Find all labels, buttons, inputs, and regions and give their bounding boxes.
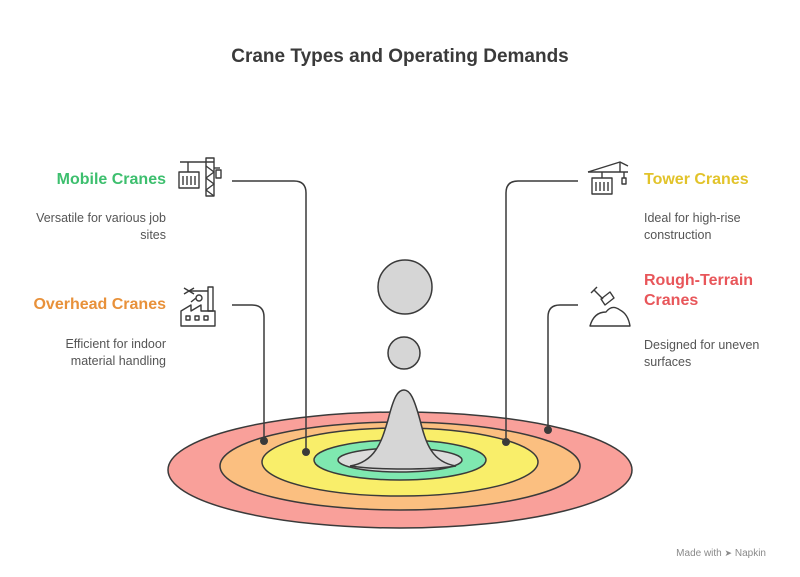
mobile-cranes-desc-line1: Versatile for various job <box>36 211 166 225</box>
droplet-spike <box>349 389 457 470</box>
made-with-footer: Made with ➤ Napkin <box>676 548 766 559</box>
tower-cranes-heading: Tower Cranes <box>644 171 749 188</box>
napkin-brand: Napkin <box>734 548 766 559</box>
made-with-label: Made with <box>676 548 722 559</box>
endpoint-overhead <box>260 437 268 445</box>
page-title: Crane Types and Operating Demands <box>231 46 569 67</box>
napkin-logo-icon: ➤ <box>724 548 733 558</box>
tower-cranes-desc-line2: construction <box>644 228 712 242</box>
mobile-cranes-heading: Mobile Cranes <box>56 171 166 188</box>
mobile-crane-icon <box>178 157 222 197</box>
overhead-crane-icon <box>180 286 216 327</box>
rough-terrain-cranes-heading: Rough-Terrain Cranes <box>644 271 753 311</box>
tower-crane-icon <box>587 161 629 195</box>
overhead-cranes-desc-line2: material handling <box>70 354 166 368</box>
connector-overhead <box>232 304 265 441</box>
connector-rough <box>547 304 578 430</box>
rough-terrain-heading-line2: Cranes <box>644 292 699 309</box>
tower-cranes-description: Ideal for high-rise construction <box>644 210 741 244</box>
rough-terrain-desc-line2: surfaces <box>644 355 692 369</box>
connector-tower <box>505 180 578 442</box>
overhead-cranes-desc-line1: Efficient for indoor <box>65 337 166 351</box>
endpoint-tower <box>502 438 510 446</box>
endpoint-mobile <box>302 448 310 456</box>
rough-terrain-icon <box>589 286 631 327</box>
tower-cranes-desc-line1: Ideal for high-rise <box>644 211 741 225</box>
mobile-cranes-description: Versatile for various job sites <box>36 210 166 244</box>
overhead-cranes-description: Efficient for indoor material handling <box>65 336 166 370</box>
small-drop <box>387 336 421 370</box>
connector-mobile <box>232 180 307 452</box>
rough-terrain-cranes-description: Designed for uneven surfaces <box>644 337 759 371</box>
large-drop <box>377 259 433 315</box>
rough-terrain-desc-line1: Designed for uneven <box>644 338 760 352</box>
overhead-cranes-heading: Overhead Cranes <box>33 296 166 313</box>
endpoint-rough <box>544 426 552 434</box>
mobile-cranes-desc-line2: sites <box>140 228 166 242</box>
rough-terrain-heading-line1: Rough-Terrain <box>644 272 754 289</box>
